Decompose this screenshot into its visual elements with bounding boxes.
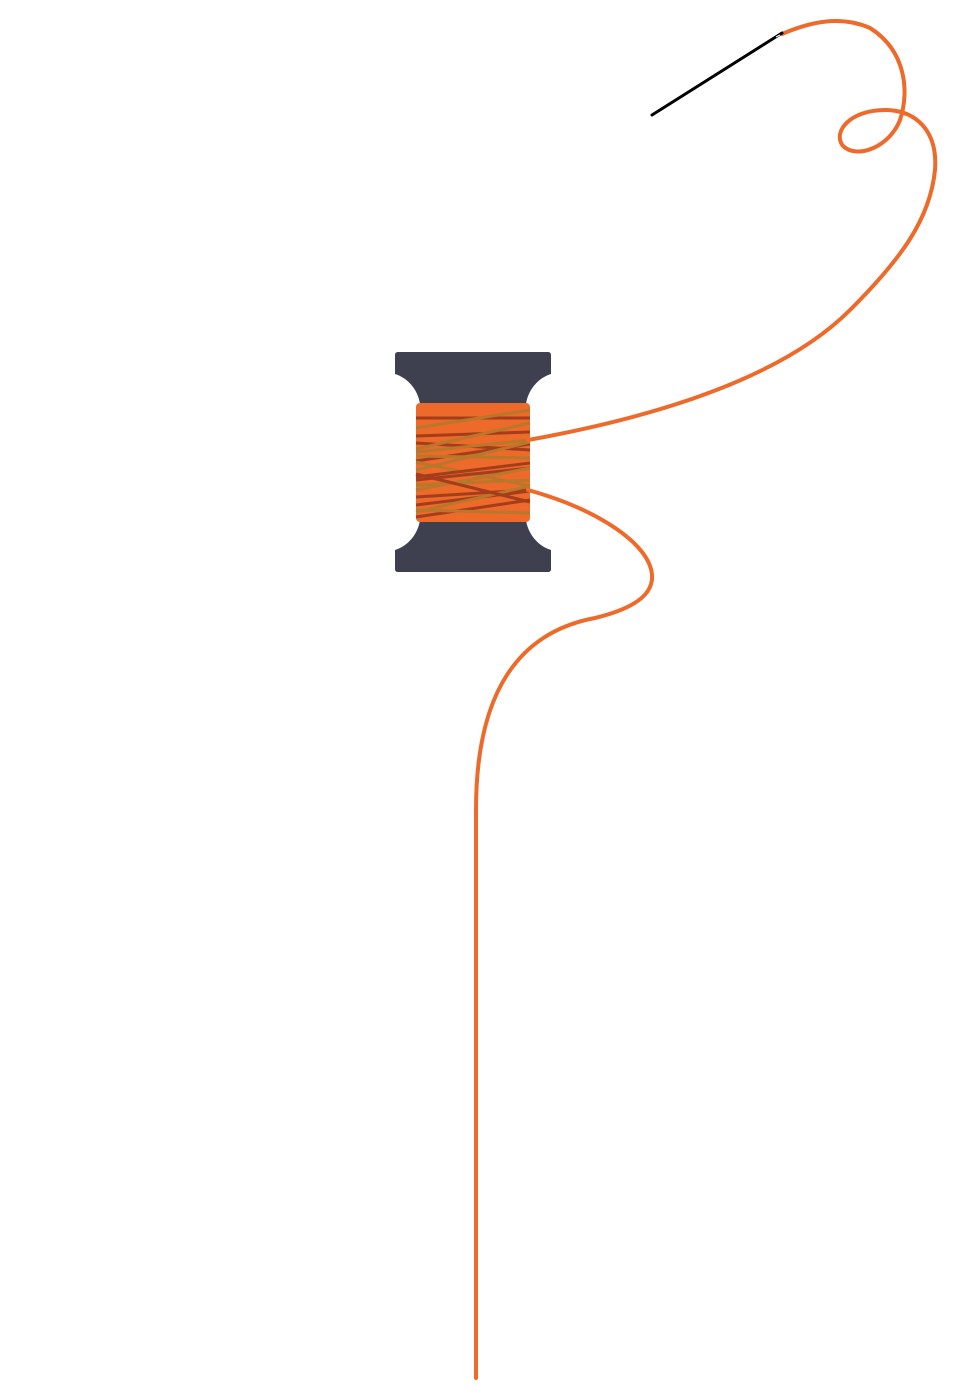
thread-winding bbox=[415, 421, 531, 451]
thread-windings bbox=[415, 408, 531, 519]
thread-winding bbox=[415, 498, 531, 519]
spool-top-flange bbox=[395, 352, 551, 404]
spool bbox=[395, 352, 551, 572]
thread-winding bbox=[415, 472, 531, 504]
thread-winding bbox=[415, 461, 531, 479]
thread-winding bbox=[415, 478, 531, 487]
thread-winding bbox=[415, 430, 531, 438]
thread-winding bbox=[415, 408, 531, 430]
lower-thread bbox=[474, 488, 655, 1380]
thread-winding bbox=[415, 454, 531, 460]
thread-winding bbox=[415, 438, 531, 454]
upper-thread bbox=[526, 19, 938, 442]
thread-winding bbox=[415, 466, 531, 492]
spool-bottom-flange bbox=[395, 520, 551, 572]
thread-winding bbox=[415, 508, 531, 515]
needle-icon bbox=[650, 31, 784, 117]
thread-winding bbox=[415, 484, 531, 514]
